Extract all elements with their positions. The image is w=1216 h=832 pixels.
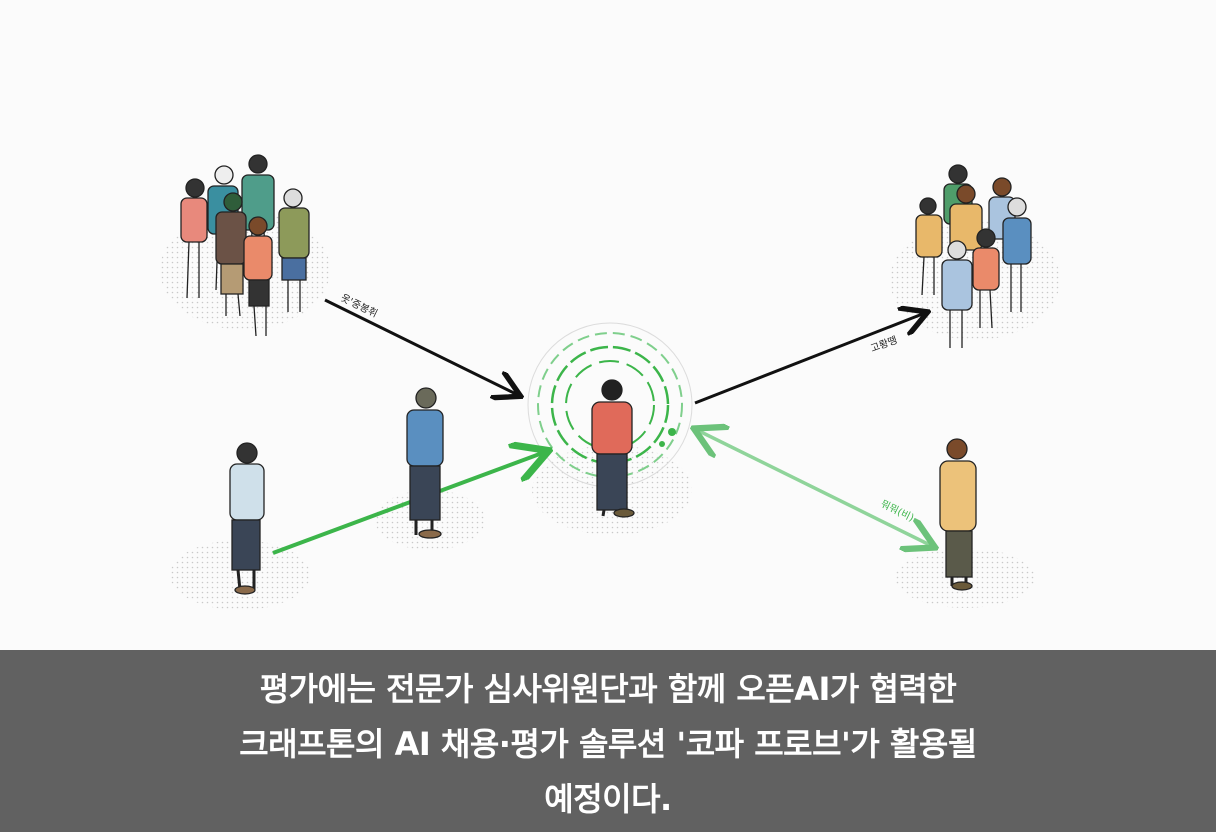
crowd-top-right [915,164,1032,348]
caption-line: 평가에는 전문가 심사위원단과 함께 오픈AI가 협력한 [259,669,957,708]
arrow-label-bottom-right: 뭐뭐(비) [879,498,916,524]
arrow-bottom-left [272,452,545,555]
arrow-top-left [324,298,518,395]
person-icon [278,188,310,312]
person-icon [949,184,983,251]
person-icon [215,192,247,317]
caption-line: 크래프톤의 AI 채용·평가 솔루션 '코파 프로브'가 활용될 [239,724,977,763]
person-bottom-left [229,442,265,595]
crowd-top-left [180,154,310,337]
illustration-scene: 옷'중봉휘 고뢍뗑 뭐뭐(비) [160,154,1060,610]
person-center [591,379,635,518]
caption-line: 예정이다. [544,779,672,818]
person-icon [972,228,1000,329]
arrow-label-top-right: 고뢍뗑 [869,333,899,355]
arrows: 옷'중봉휘 고뢍뗑 뭐뭐(비) [272,292,932,555]
person-icon [180,178,208,299]
person-icon [941,240,973,348]
person-icon [1002,197,1032,312]
arrow-top-right [694,313,925,405]
person-bottom-right [939,438,977,591]
person-icon [915,197,943,296]
person-icon [243,216,273,337]
caption-bar: 평가에는 전문가 심사위원단과 함께 오픈AI가 협력한 크래프톤의 AI 채용… [0,650,1216,832]
person-middle-left [406,387,444,539]
arrow-bottom-right [697,430,932,546]
